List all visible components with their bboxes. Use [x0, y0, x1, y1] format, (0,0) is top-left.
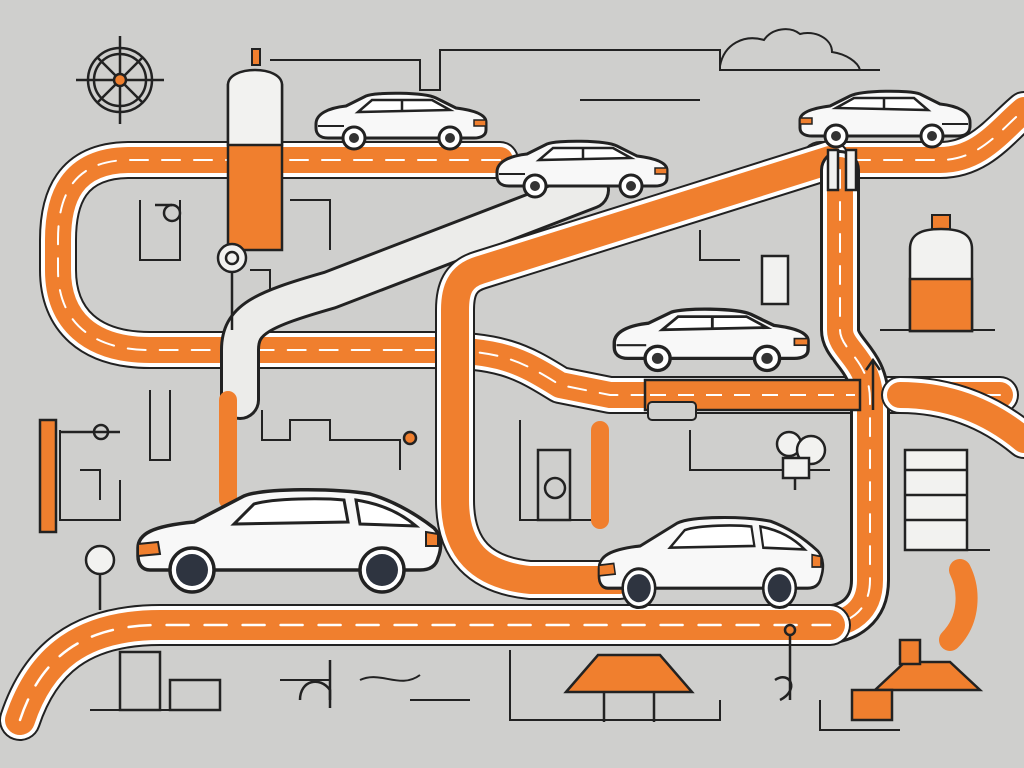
signal-post-icon — [84, 242, 790, 610]
car-bottom-right — [597, 515, 825, 610]
tower-icon — [226, 48, 284, 252]
car-top-left — [314, 91, 488, 151]
car-top-right — [798, 89, 972, 149]
wheel-icon — [76, 36, 164, 124]
plant-icon — [775, 430, 827, 490]
building-icon — [38, 418, 969, 552]
car-bottom-left — [136, 487, 443, 594]
gear-icon — [60, 203, 418, 446]
car-middle — [612, 307, 810, 373]
road-poles — [826, 148, 882, 410]
fuel-tank-icon — [908, 214, 974, 333]
bridge-segment — [643, 378, 862, 421]
road-network — [0, 91, 1024, 741]
house-icon — [118, 623, 984, 722]
